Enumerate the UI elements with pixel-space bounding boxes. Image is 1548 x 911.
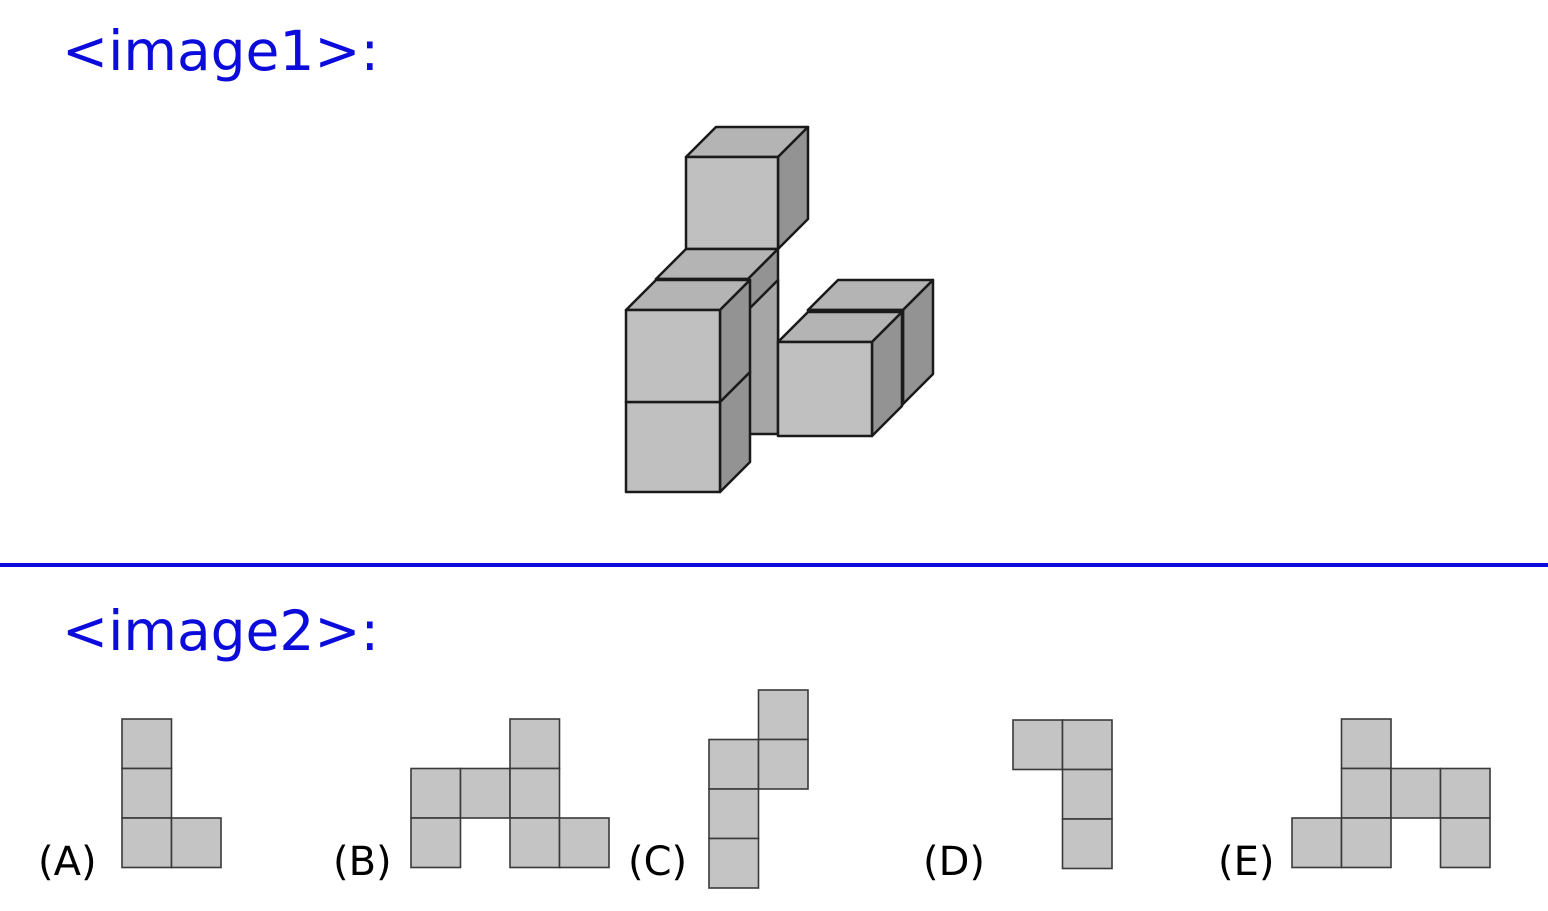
option-d-letter: (D) <box>923 839 986 885</box>
cube-back-top-front-face <box>684 155 780 251</box>
net-cell <box>121 767 173 819</box>
option-c-net <box>708 689 809 889</box>
option-e-letter: (E) <box>1218 839 1275 885</box>
section-divider <box>0 563 1548 567</box>
option-a-net <box>121 718 222 869</box>
net-cell <box>121 718 173 770</box>
net-cell <box>509 767 561 819</box>
image2-label: <image2>: <box>62 599 380 663</box>
net-options-figure <box>121 689 1491 889</box>
net-cell <box>708 738 760 790</box>
option-c-letter: (C) <box>628 839 688 885</box>
net-cell <box>1012 719 1064 771</box>
net-cell <box>1061 719 1113 771</box>
net-cell <box>757 738 809 790</box>
option-d-net <box>1012 719 1113 870</box>
net-cell <box>1390 767 1442 819</box>
net-cell <box>1340 718 1392 770</box>
net-cell <box>1291 817 1343 869</box>
cube-left-bottom-front-face <box>624 400 722 494</box>
net-cell <box>757 689 809 741</box>
option-a-letter: (A) <box>38 839 97 885</box>
image1-label: <image1>: <box>62 19 380 83</box>
net-cell <box>1061 818 1113 870</box>
option-e-net <box>1291 718 1491 869</box>
cube-left-top-front-face <box>624 308 722 404</box>
net-cell <box>170 817 222 869</box>
option-b-letter: (B) <box>333 839 392 885</box>
net-cell <box>708 788 760 840</box>
net-cell <box>509 817 561 869</box>
net-cell <box>509 718 561 770</box>
net-cell <box>1439 817 1491 869</box>
net-cell <box>459 767 511 819</box>
option-b-net <box>410 718 610 869</box>
net-cell <box>558 817 610 869</box>
cube-structure-figure <box>624 125 935 494</box>
net-cell <box>121 817 173 869</box>
net-cell <box>1439 767 1491 819</box>
cube-right-front-front-face <box>776 340 874 438</box>
net-cell <box>410 817 462 869</box>
net-cell <box>410 767 462 819</box>
net-cell <box>1340 767 1392 819</box>
net-cell <box>708 837 760 889</box>
net-cell <box>1061 768 1113 820</box>
net-cell <box>1340 817 1392 869</box>
